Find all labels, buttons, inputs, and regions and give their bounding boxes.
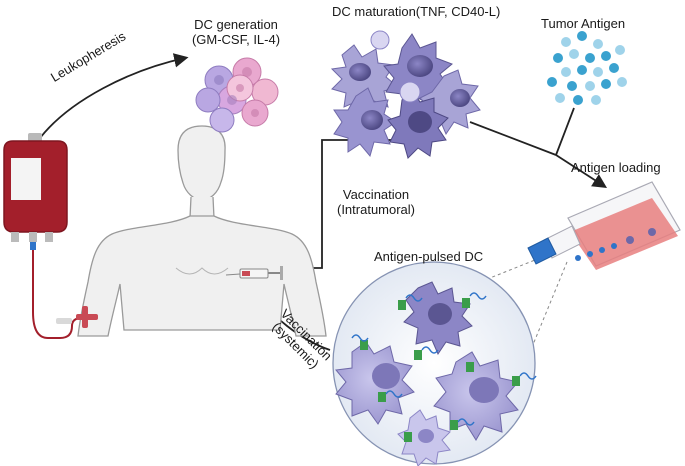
vaccination-intratumoral-line2: (Intratumoral) <box>336 202 416 217</box>
antigen-receptor-tags <box>351 292 537 442</box>
flask-cap <box>527 237 557 265</box>
antigen-pulsed-dc-label: Antigen-pulsed DC <box>374 249 484 264</box>
tubing-clamp <box>56 318 72 324</box>
antigen-loading-line-left <box>469 121 557 156</box>
dc-progenitor-cluster <box>195 57 279 133</box>
zoom-line-bottom <box>501 261 568 421</box>
dc-generation-title: DC generation <box>194 17 278 32</box>
antigen-loading-label: Antigen loading <box>571 160 661 175</box>
arm-catheter <box>76 306 98 328</box>
dc-generation-label: DC generation (GM-CSF, IL-4) <box>186 17 286 47</box>
leukopheresis-arrow <box>39 53 189 139</box>
vaccination-intratumoral-line1: Vaccination <box>342 187 410 202</box>
antigen-pulsed-dc-circle <box>332 261 537 466</box>
tumor-antigen-beads <box>547 31 627 105</box>
blood-bag <box>3 133 68 250</box>
blood-tubing <box>32 250 83 339</box>
human-body <box>77 125 327 337</box>
antigen-loading-arrow <box>555 154 608 188</box>
mature-dc-cluster <box>330 30 481 159</box>
culture-flask <box>527 181 681 270</box>
vaccination-intratumoral-label: Vaccination (Intratumoral) <box>321 187 431 217</box>
dc-generation-detail: (GM-CSF, IL-4) <box>191 32 281 47</box>
dc-maturation-label: DC maturation(TNF, CD40-L) <box>332 4 501 19</box>
syringe-icon <box>225 266 283 280</box>
antigen-loading-line-right <box>555 107 575 156</box>
tumor-antigen-label: Tumor Antigen <box>541 16 626 31</box>
